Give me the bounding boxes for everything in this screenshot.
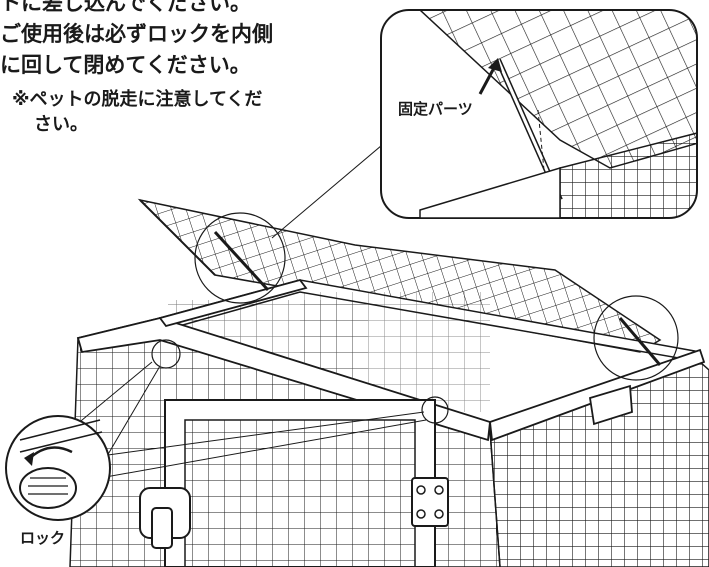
lock-detail-circle: [5, 415, 111, 521]
door-latch-icon: [139, 487, 191, 549]
instruction-line-2: ご使用後は必ずロックを内側: [0, 22, 273, 46]
detail-circle-left-strut: [194, 212, 286, 304]
roof-struts: [213, 230, 662, 366]
detail-circle-right-strut: [593, 295, 679, 381]
detail-circle-lock-2: [421, 396, 449, 424]
detail-circle-lock-1: [151, 339, 181, 369]
instruction-line-1: トに差し込んでください。: [0, 0, 251, 15]
cage-door: [164, 399, 436, 567]
note-line-1: ※ペットの脱走に注意してくだ: [12, 89, 263, 110]
lock-label: ロック: [20, 529, 66, 547]
leader-lines: [69, 139, 427, 479]
instruction-text: トに差し込んでください。 ご使用後は必ずロックを内側 に回して閉めてください。 …: [0, 0, 360, 137]
note-line-2: さい。: [34, 114, 88, 135]
instruction-line-3: に回して閉めてください。: [0, 53, 251, 77]
hinge-icon: [411, 477, 449, 527]
inset-zoom-box: [380, 9, 698, 219]
fixing-part-label: 固定パーツ: [398, 100, 473, 118]
